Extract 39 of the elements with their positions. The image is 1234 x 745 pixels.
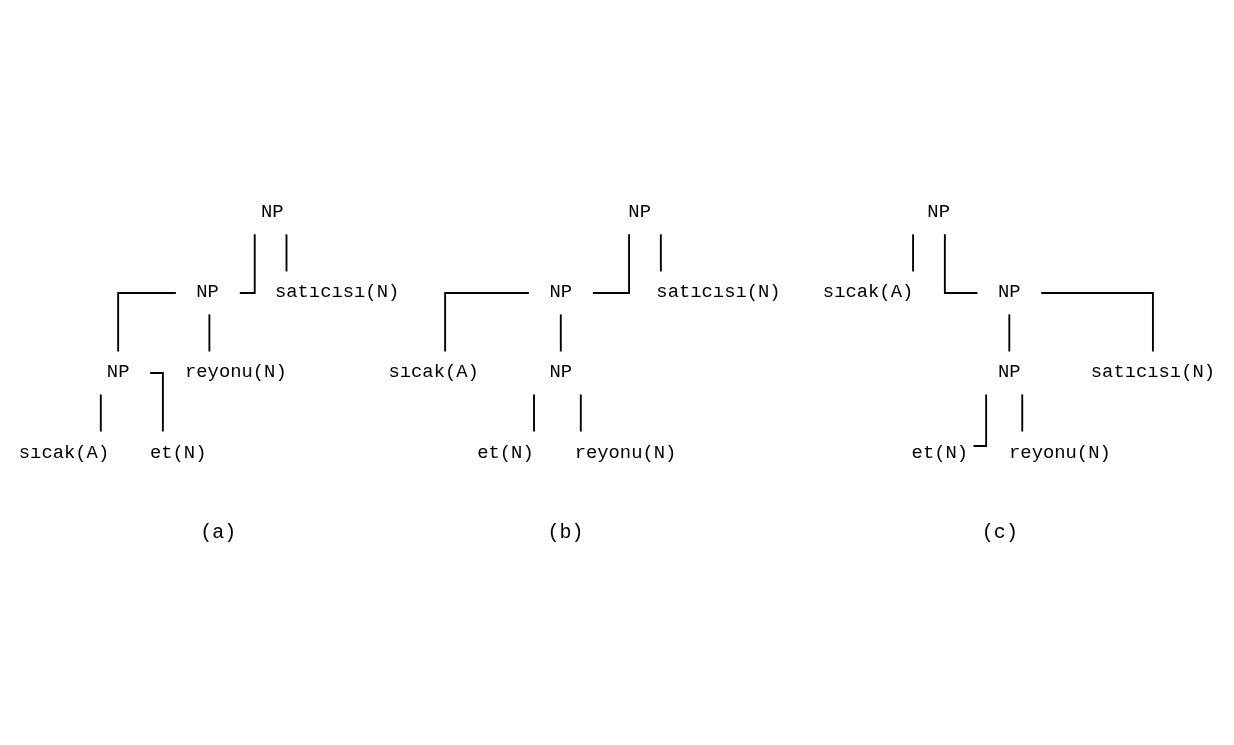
node-text: sıcak(A) — [388, 360, 479, 383]
label: (b) — [547, 520, 584, 544]
connector — [285, 232, 288, 272]
connector — [208, 312, 211, 352]
connector — [659, 232, 662, 272]
node-text: reyonu(N) — [1009, 441, 1111, 464]
connector — [99, 393, 102, 432]
node-text: et(N) — [149, 441, 207, 464]
node-text: reyonu(N) — [185, 360, 287, 383]
node-text: NP — [106, 360, 130, 383]
node-text: satıcısı(N) — [274, 280, 400, 303]
node-text: NP — [998, 280, 1021, 303]
node-text: NP — [196, 280, 219, 303]
connector — [943, 232, 979, 294]
connector — [1021, 393, 1024, 432]
node-text: et(N) — [477, 441, 534, 464]
label: (c) — [981, 520, 1018, 544]
node-text: NP — [927, 200, 950, 223]
node-text: satıcısı(N) — [656, 280, 781, 303]
connector — [1008, 312, 1011, 352]
connector — [912, 232, 914, 272]
node-text: NP — [628, 200, 651, 223]
node-text: NP — [261, 200, 284, 223]
node-text: sıcak(A) — [18, 441, 110, 464]
node-text: reyonu(N) — [574, 441, 677, 464]
connector — [533, 393, 535, 432]
node-text: NP — [549, 280, 573, 303]
connector — [559, 312, 562, 352]
node-text: et(N) — [911, 441, 969, 464]
label: (a) — [200, 520, 237, 544]
connector — [444, 291, 530, 352]
connector — [579, 393, 582, 432]
connector — [1040, 291, 1154, 352]
node-text: sıcak(A) — [822, 280, 914, 303]
connector — [592, 232, 630, 294]
node-text: NP — [998, 360, 1021, 383]
connector — [117, 291, 177, 352]
node-text: NP — [549, 360, 573, 383]
node-text: satıcısı(N) — [1090, 360, 1216, 383]
